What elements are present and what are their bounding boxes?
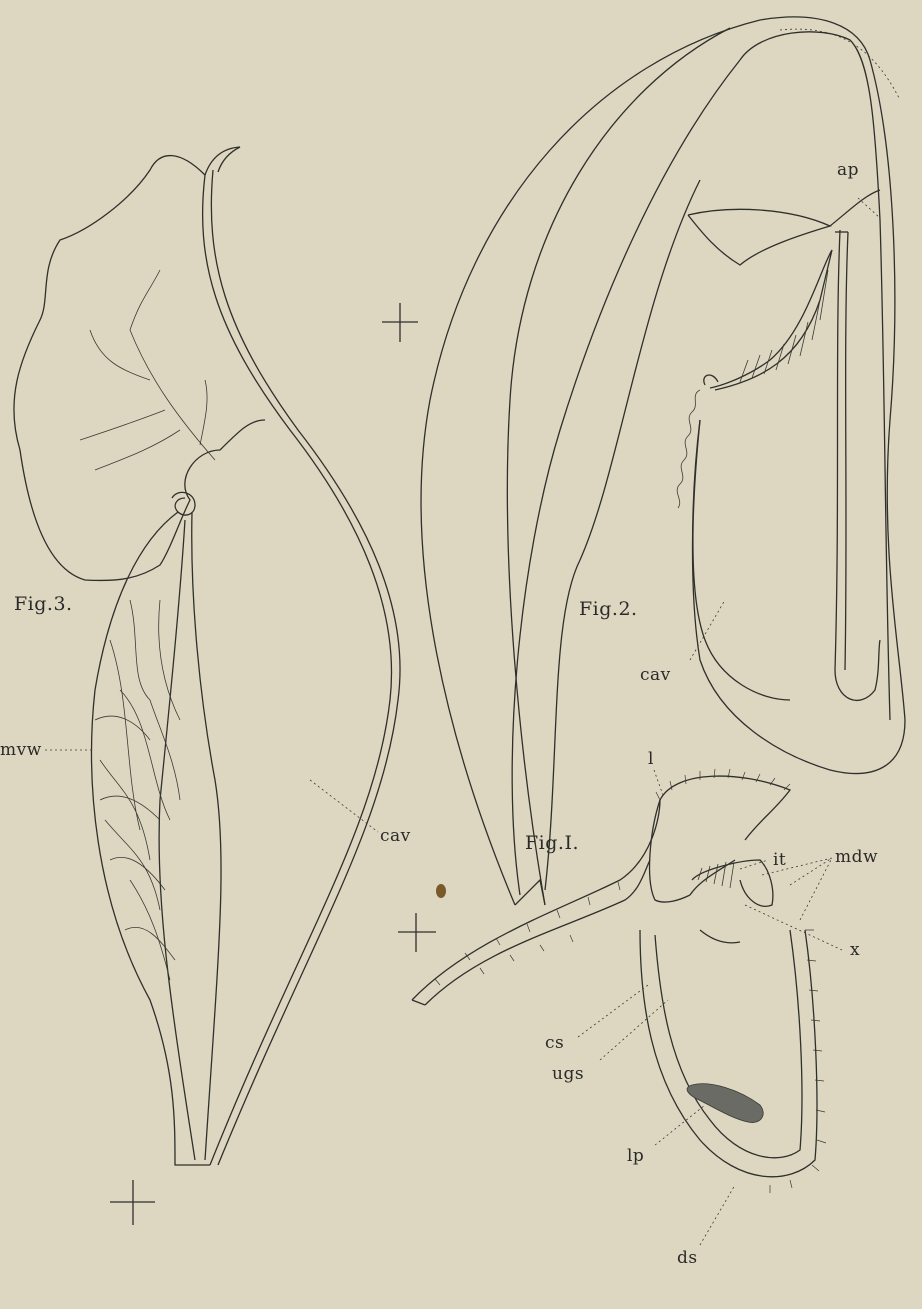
label-ap: ap [837,160,859,180]
label-ds: ds [677,1248,698,1268]
fig3-title: Fig.3. [14,593,73,615]
label-cav-fig3: cav [380,826,411,846]
ink-blot [436,884,446,898]
fig1-drawing [412,769,826,1193]
label-cs: cs [545,1033,564,1053]
fig1-crosshair [398,913,436,952]
label-cav-fig2: cav [640,665,671,685]
fig1-title: Fig.I. [525,832,579,854]
label-mdw: mdw [835,847,878,867]
fig2-drawing [421,17,905,905]
label-ugs: ugs [552,1064,584,1084]
label-x: x [850,940,860,960]
fig3-crosshair [110,1180,155,1225]
label-mvw: mvw [0,740,42,760]
label-it: it [773,850,786,870]
fig2-crosshair [382,303,418,342]
label-lp: lp [627,1146,644,1166]
fig3-drawing [14,147,400,1165]
label-l: l [648,749,654,769]
fig2-title: Fig.2. [579,598,638,620]
